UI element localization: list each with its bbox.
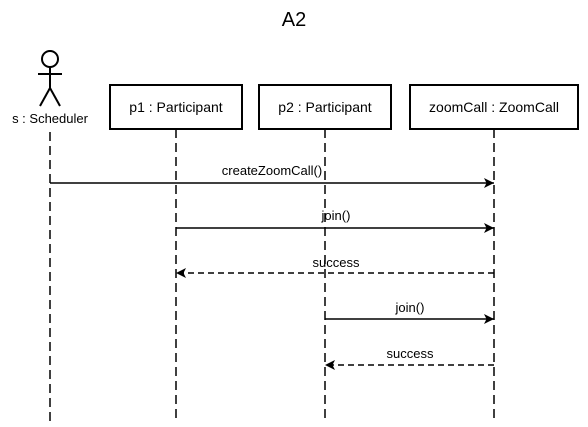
message-p2-join: join() [325, 300, 494, 324]
message-p1-success: success [176, 255, 494, 278]
message-p1-join: join() [176, 208, 494, 233]
actor-scheduler: s : Scheduler [12, 50, 89, 126]
message-label: createZoomCall() [222, 163, 322, 178]
diagram-title: A2 [282, 9, 306, 31]
message-label: join() [395, 300, 425, 315]
participant-label: p2 : Participant [278, 99, 371, 115]
participant-label: zoomCall : ZoomCall [429, 99, 559, 115]
participant-zoomcall: zoomCall : ZoomCall [409, 84, 579, 130]
participant-p2: p2 : Participant [258, 84, 392, 130]
message-label: join() [321, 208, 351, 223]
message-label: success [387, 346, 434, 361]
actor-label: s : Scheduler [12, 111, 89, 126]
participant-p1: p1 : Participant [109, 84, 243, 130]
message-create-zoom-call: createZoomCall() [50, 163, 494, 188]
message-p2-success: success [325, 346, 494, 370]
stick-figure-icon [38, 50, 62, 107]
message-label: success [313, 255, 360, 270]
participant-label: p1 : Participant [129, 99, 222, 115]
